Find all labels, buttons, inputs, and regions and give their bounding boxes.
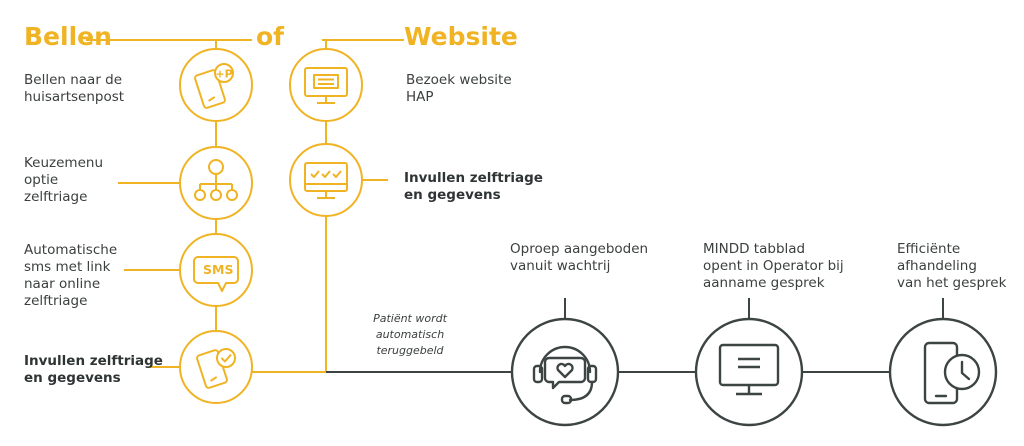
- step-label-website: Bezoek website HAP: [406, 72, 512, 105]
- callback-note: Patiënt wordt automatisch teruggebeld: [373, 312, 447, 357]
- phone-clock-icon: [923, 341, 981, 405]
- menu-tree-icon: [194, 159, 238, 201]
- step-label-mindd: MINDD tabblad opent in Operator bij aann…: [703, 241, 844, 291]
- phone-plus-icon: +P: [194, 63, 234, 109]
- step-label-handling: Efficiënte afhandeling van het gesprek: [897, 241, 1007, 291]
- sms-label: SMS: [203, 262, 234, 277]
- header-or: of: [256, 22, 285, 51]
- step-label-fill-phone: Invullen zelftriage en gegevens: [24, 353, 163, 386]
- monitor-checklist-icon: [304, 162, 348, 199]
- monitor-website-icon: [304, 67, 348, 104]
- monitor-tab-icon: [718, 343, 780, 396]
- step-circle-call: [179, 48, 253, 122]
- step-circle-handling: [888, 317, 998, 427]
- dark-connectors: [326, 298, 944, 373]
- headset-heart-icon: [532, 345, 598, 405]
- sms-bubble-icon: [193, 256, 239, 292]
- header-website: Website: [404, 22, 518, 51]
- step-label-fill-web: Invullen zelftriage en gegevens: [404, 170, 543, 203]
- phone-check-icon: [196, 348, 236, 389]
- step-label-sms: Automatische sms met link naar online ze…: [24, 242, 118, 309]
- step-circle-sms: [179, 233, 253, 307]
- step-circle-mindd: [694, 317, 804, 427]
- step-label-menu: Keuzemenu optie zelftriage: [24, 155, 104, 205]
- step-circle-fill-web: [289, 143, 363, 217]
- step-label-call: Bellen naar de huisartsenpost: [24, 72, 125, 105]
- step-label-queue: Oproep aangeboden vanuit wachtrij: [510, 241, 649, 274]
- header-calling: Bellen: [24, 22, 112, 51]
- step-circle-fill-phone: [179, 330, 253, 404]
- svg-text:+P: +P: [215, 68, 232, 81]
